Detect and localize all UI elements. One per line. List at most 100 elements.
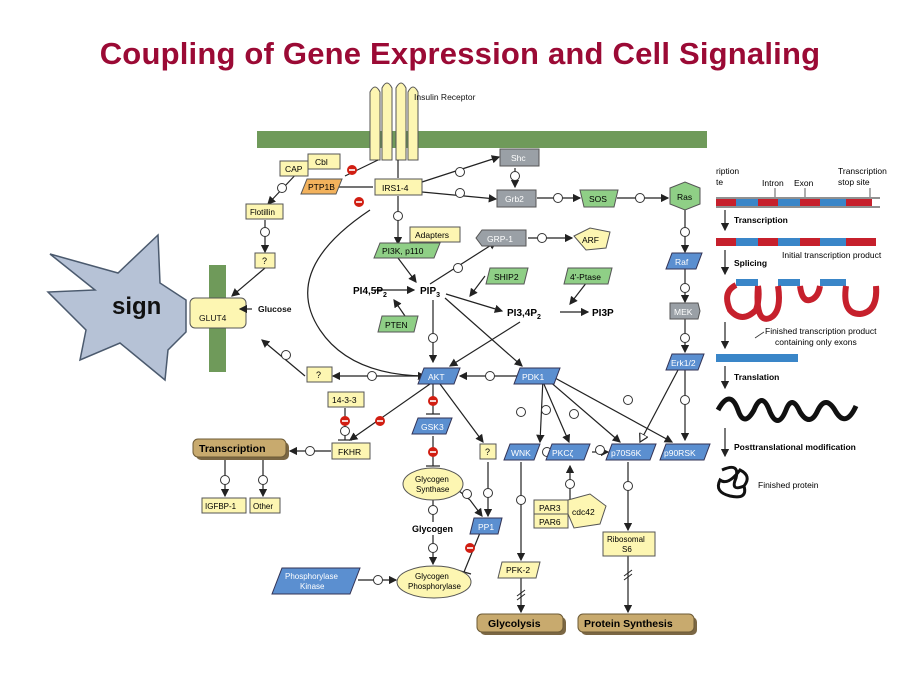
node-ribosomal-s6: Ribosomal S6 xyxy=(602,531,656,557)
gene-start-label-1: ription xyxy=(716,166,739,176)
node-glycogen-phosphorylase: Glycogen Phosphorylase xyxy=(396,565,472,599)
pi45p2-label: PI4,5P2 xyxy=(353,286,387,299)
node-pten: PTEN xyxy=(377,315,419,333)
node-akt-label: AKT xyxy=(428,372,445,382)
node-p70s6k: p70S6K xyxy=(605,443,657,461)
cell-membrane xyxy=(257,131,707,148)
node-pfk2: PFK-2 xyxy=(497,561,541,579)
node-wnk: WNK xyxy=(503,443,541,461)
node-p70s6k-label: p70S6K xyxy=(611,448,642,458)
node-4ptase-label: 4'-Ptase xyxy=(570,272,601,282)
node-erk-label: Erk1/2 xyxy=(671,358,696,368)
node-adapters-label: Adapters xyxy=(415,230,449,240)
gene-initial-product: Initial transcription product xyxy=(782,250,882,260)
output-transcription: Transcription xyxy=(192,438,289,460)
node-rs6-label-2: S6 xyxy=(622,545,632,554)
node-raf: Raf xyxy=(665,252,703,270)
pip3-label: PIP3 xyxy=(420,286,440,299)
node-cap: CAP xyxy=(279,160,309,177)
node-pi3k: PI3K, p110 xyxy=(373,242,441,259)
node-q1: ? xyxy=(254,252,276,269)
node-mek: MEK xyxy=(669,302,701,320)
glycogen-label: Glycogen xyxy=(412,524,453,534)
node-cdc42: cdc42 xyxy=(567,493,607,529)
gene-start-label-2: te xyxy=(716,177,723,187)
node-grp1-label: GRP-1 xyxy=(487,234,513,244)
node-ship2-label: SHIP2 xyxy=(494,272,519,282)
insulin-receptor-label: Insulin Receptor xyxy=(414,92,476,102)
node-ras-label: Ras xyxy=(677,192,692,202)
node-phk-label-1: Phosphorylase xyxy=(285,572,338,581)
node-irs: IRS1-4 xyxy=(374,178,423,196)
node-pkcz: PKCζ xyxy=(545,443,591,461)
node-irs-label: IRS1-4 xyxy=(382,183,409,193)
node-flotillin: Flotillin xyxy=(245,203,284,220)
node-p90rsk: p90RSK xyxy=(659,443,711,461)
node-gp-label-1: Glycogen xyxy=(415,572,449,581)
node-igfbp1: IGFBP-1 xyxy=(201,497,247,514)
node-phk-label-2: Kinase xyxy=(300,582,325,591)
node-p90rsk-label: p90RSK xyxy=(664,448,696,458)
node-pp1-label: PP1 xyxy=(478,522,494,532)
node-sos-label: SOS xyxy=(589,194,607,204)
node-fkhr: FKHR xyxy=(331,442,371,460)
inhibition-dashes xyxy=(342,169,473,549)
gene-step-translation: Translation xyxy=(734,372,779,382)
node-fkhr-label: FKHR xyxy=(338,447,361,457)
node-flotillin-label: Flotillin xyxy=(250,208,275,217)
node-arf-label: ARF xyxy=(582,235,599,245)
node-q1-label: ? xyxy=(262,256,267,266)
output-transcription-label: Transcription xyxy=(199,443,266,455)
phosphorylation-markers xyxy=(220,167,690,585)
node-raf-label: Raf xyxy=(675,257,689,267)
node-ptp1b-label: PTP1B xyxy=(308,182,335,192)
node-ship2: SHIP2 xyxy=(485,267,529,285)
node-adapters: Adapters xyxy=(409,226,461,243)
node-cbl-label: Cbl xyxy=(315,157,328,167)
node-14-3-3: 14-3-3 xyxy=(327,391,365,408)
node-pten-label: PTEN xyxy=(385,320,408,330)
node-pdk1: PDK1 xyxy=(513,367,561,385)
node-q3-label: ? xyxy=(485,447,490,457)
node-q2-label: ? xyxy=(316,370,321,380)
break-marks xyxy=(516,569,633,601)
gene-finished-product-1: Finished transcription product xyxy=(765,326,877,336)
node-grp1: GRP-1 xyxy=(475,229,527,247)
node-erk: Erk1/2 xyxy=(665,353,705,371)
node-pfk2-label: PFK-2 xyxy=(506,565,530,575)
gene-stop-label-1: Transcription xyxy=(838,166,887,176)
node-gsk3-label: GSK3 xyxy=(421,422,444,432)
node-glycogen-synthase: Glycogen Synthase xyxy=(402,467,464,501)
glut4-label: GLUT4 xyxy=(199,313,227,323)
output-protein-synthesis: Protein Synthesis xyxy=(577,613,697,635)
node-wnk-label: WNK xyxy=(511,448,531,458)
node-rs6-label-1: Ribosomal xyxy=(607,535,645,544)
signal-star xyxy=(46,233,187,382)
node-other: Other xyxy=(249,497,281,514)
node-ras: Ras xyxy=(669,181,701,211)
gene-stop-label-2: stop site xyxy=(838,177,870,187)
node-pkcz-label: PKCζ xyxy=(552,448,573,458)
node-ptp1b: PTP1B xyxy=(300,178,343,195)
node-sos: SOS xyxy=(579,189,619,208)
node-14-3-3-label: 14-3-3 xyxy=(332,395,357,405)
pi3p-label: PI3P xyxy=(592,308,614,319)
node-gs-label-1: Glycogen xyxy=(415,475,449,484)
gene-intron-label: Intron xyxy=(762,178,784,188)
node-4ptase: 4'-Ptase xyxy=(563,267,613,285)
output-glycolysis: Glycolysis xyxy=(476,613,566,635)
node-shc: Shc xyxy=(499,148,540,167)
node-pi3k-label: PI3K, p110 xyxy=(382,246,424,256)
gene-step-ptm: Posttranslational modification xyxy=(734,442,856,452)
gene-expression-panel: ription te Intron Exon Transcription sto… xyxy=(715,166,887,499)
node-shc-label: Shc xyxy=(511,153,526,163)
node-cdc42-label: cdc42 xyxy=(572,507,595,517)
node-par3-label: PAR3 xyxy=(539,503,561,513)
node-mek-label: MEK xyxy=(674,307,693,317)
output-glycolysis-label: Glycolysis xyxy=(488,618,541,630)
node-q3: ? xyxy=(479,443,497,460)
pi34p2-label: PI3,4P2 xyxy=(507,308,541,321)
glucose-label: Glucose xyxy=(258,304,292,314)
gene-finished-product-2: containing only exons xyxy=(775,337,857,347)
